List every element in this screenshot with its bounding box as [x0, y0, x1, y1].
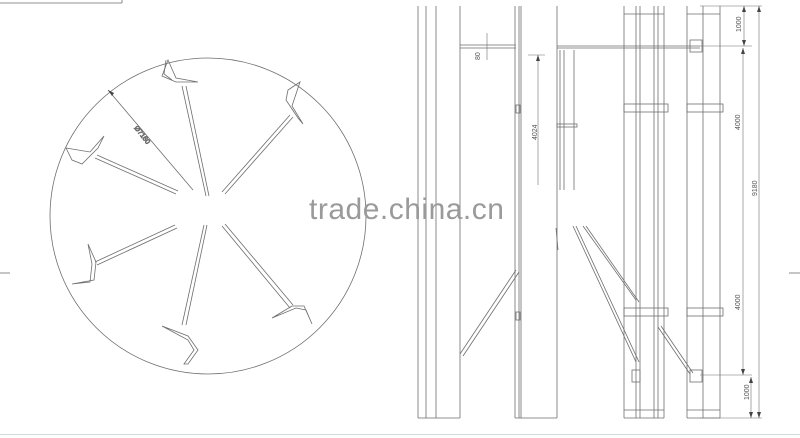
dimension-4024: 4024 — [532, 124, 539, 140]
dimension-bottom-1000: 1000 — [744, 384, 751, 400]
dimension-80: 80 — [475, 52, 482, 60]
watermark-text: trade.china.cn — [309, 193, 505, 226]
dimension-top-1000: 1000 — [736, 16, 743, 32]
blade-shaft — [555, 45, 700, 375]
diameter-label: Ø7160 — [132, 125, 151, 146]
rotor-circle — [49, 57, 367, 375]
column-a — [417, 6, 461, 419]
dimension-upper-4000: 4000 — [735, 114, 742, 130]
elevation-view — [417, 5, 762, 419]
diameter-dimension-line — [107, 89, 194, 191]
rotor-arms — [65, 58, 313, 365]
column-b — [514, 6, 558, 419]
column-d — [686, 6, 724, 419]
dimension-overall-9180: 9180 — [752, 180, 759, 196]
bottom-divider — [0, 434, 800, 435]
column-c — [623, 6, 669, 419]
dimension-lower-4000: 4000 — [735, 294, 742, 310]
dimension-lines — [486, 5, 762, 419]
